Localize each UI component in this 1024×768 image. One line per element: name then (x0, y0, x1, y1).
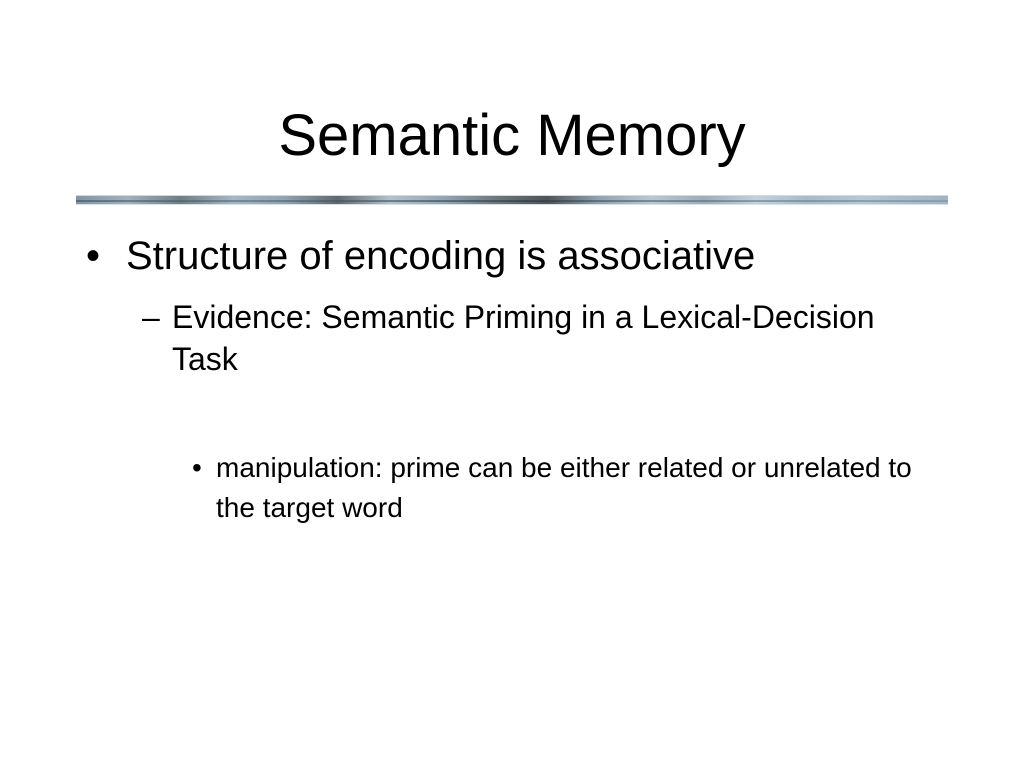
bullet-marker: • (86, 234, 101, 278)
sub-bullet-text: Evidence: Semantic Priming in a Lexical-… (172, 299, 875, 377)
sub-sub-bullet-text: manipulation: prime can be either relate… (216, 452, 912, 523)
bullet-text: Structure of encoding is associative (126, 234, 756, 278)
bullet-level-3: • manipulation: prime can be either rela… (192, 448, 912, 528)
small-bullet-marker: • (192, 452, 202, 483)
title-divider (76, 195, 948, 205)
bullet-level-2: – Evidence: Semantic Priming in a Lexica… (142, 296, 922, 380)
slide-title: Semantic Memory (278, 103, 746, 168)
dash-marker: – (142, 299, 160, 335)
